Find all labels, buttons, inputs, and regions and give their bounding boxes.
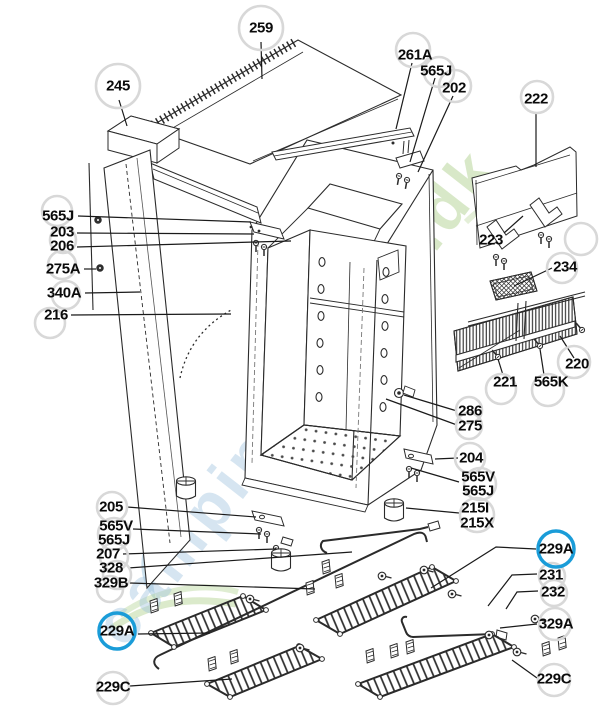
part-label-206[interactable]: 206	[50, 237, 74, 255]
cabinet-body	[179, 139, 438, 513]
highlight-rings	[97, 529, 576, 651]
part-label-229c-right[interactable]: 229C	[536, 670, 572, 688]
vent-grille	[453, 291, 587, 372]
part-label-221[interactable]: 221	[493, 373, 517, 391]
part-label-340a[interactable]: 340A	[46, 284, 82, 302]
part-label-245[interactable]: 245	[106, 77, 130, 95]
part-label-202[interactable]: 202	[442, 79, 466, 97]
part-label-329b[interactable]: 329B	[93, 574, 129, 592]
callout-rings	[33, 4, 599, 706]
part-label-286[interactable]: 286	[458, 402, 482, 420]
part-label-229c-left[interactable]: 229C	[95, 678, 131, 696]
lid-panel	[146, 38, 403, 165]
part-label-203[interactable]: 203	[50, 223, 74, 241]
part-label-220[interactable]: 220	[565, 355, 589, 373]
part-label-565v-left[interactable]: 565V	[99, 517, 133, 535]
wire-shelf-229a-right	[313, 564, 459, 637]
part-label-329a[interactable]: 329A	[538, 615, 574, 633]
mounting-bracket	[529, 197, 563, 228]
part-label-565j-lower-left[interactable]: 565J	[98, 531, 130, 549]
part-label-216[interactable]: 216	[44, 306, 68, 324]
wire-shelves	[148, 564, 517, 700]
part-label-205[interactable]: 205	[99, 498, 123, 516]
part-label-222[interactable]: 222	[524, 90, 548, 108]
rear-panel	[471, 146, 578, 271]
part-label-565j-right[interactable]: 565J	[462, 482, 494, 500]
part-label-328[interactable]: 328	[99, 559, 123, 577]
part-label-234[interactable]: 234	[553, 258, 577, 276]
side-panel	[88, 149, 191, 590]
part-label-259[interactable]: 259	[249, 19, 273, 37]
part-label-215i[interactable]: 215I	[461, 499, 489, 517]
part-label-204[interactable]: 204	[459, 449, 483, 467]
back-wall-vent-holes	[315, 257, 390, 412]
part-label-229a-right[interactable]: 229A	[538, 540, 574, 558]
part-label-565k[interactable]: 565K	[533, 373, 569, 391]
part-label-261a[interactable]: 261A	[397, 46, 433, 64]
part-label-565j-top[interactable]: 565J	[420, 62, 452, 80]
small-vent-grille	[489, 271, 538, 301]
part-label-223[interactable]: 223	[479, 231, 503, 249]
shelf-rods	[153, 520, 508, 670]
leader-lines	[70, 41, 575, 687]
part-label-207[interactable]: 207	[96, 545, 120, 563]
part-label-232[interactable]: 232	[541, 583, 565, 601]
part-label-229a-left[interactable]: 229A	[99, 622, 135, 640]
part-label-215x[interactable]: 215X	[460, 514, 494, 532]
mounting-bracket	[486, 219, 520, 250]
hinge-rail	[271, 127, 425, 191]
part-label-275[interactable]: 275	[458, 417, 482, 435]
part-label-565v-right[interactable]: 565V	[461, 468, 495, 486]
part-label-275a[interactable]: 275A	[45, 260, 81, 278]
part-label-565j-left[interactable]: 565J	[42, 207, 74, 225]
highlight-ring-229a-left	[97, 611, 137, 651]
part-label-231[interactable]: 231	[539, 566, 563, 584]
highlight-ring-229a-right	[536, 529, 576, 569]
wire-shelf-229c-right	[355, 631, 517, 700]
